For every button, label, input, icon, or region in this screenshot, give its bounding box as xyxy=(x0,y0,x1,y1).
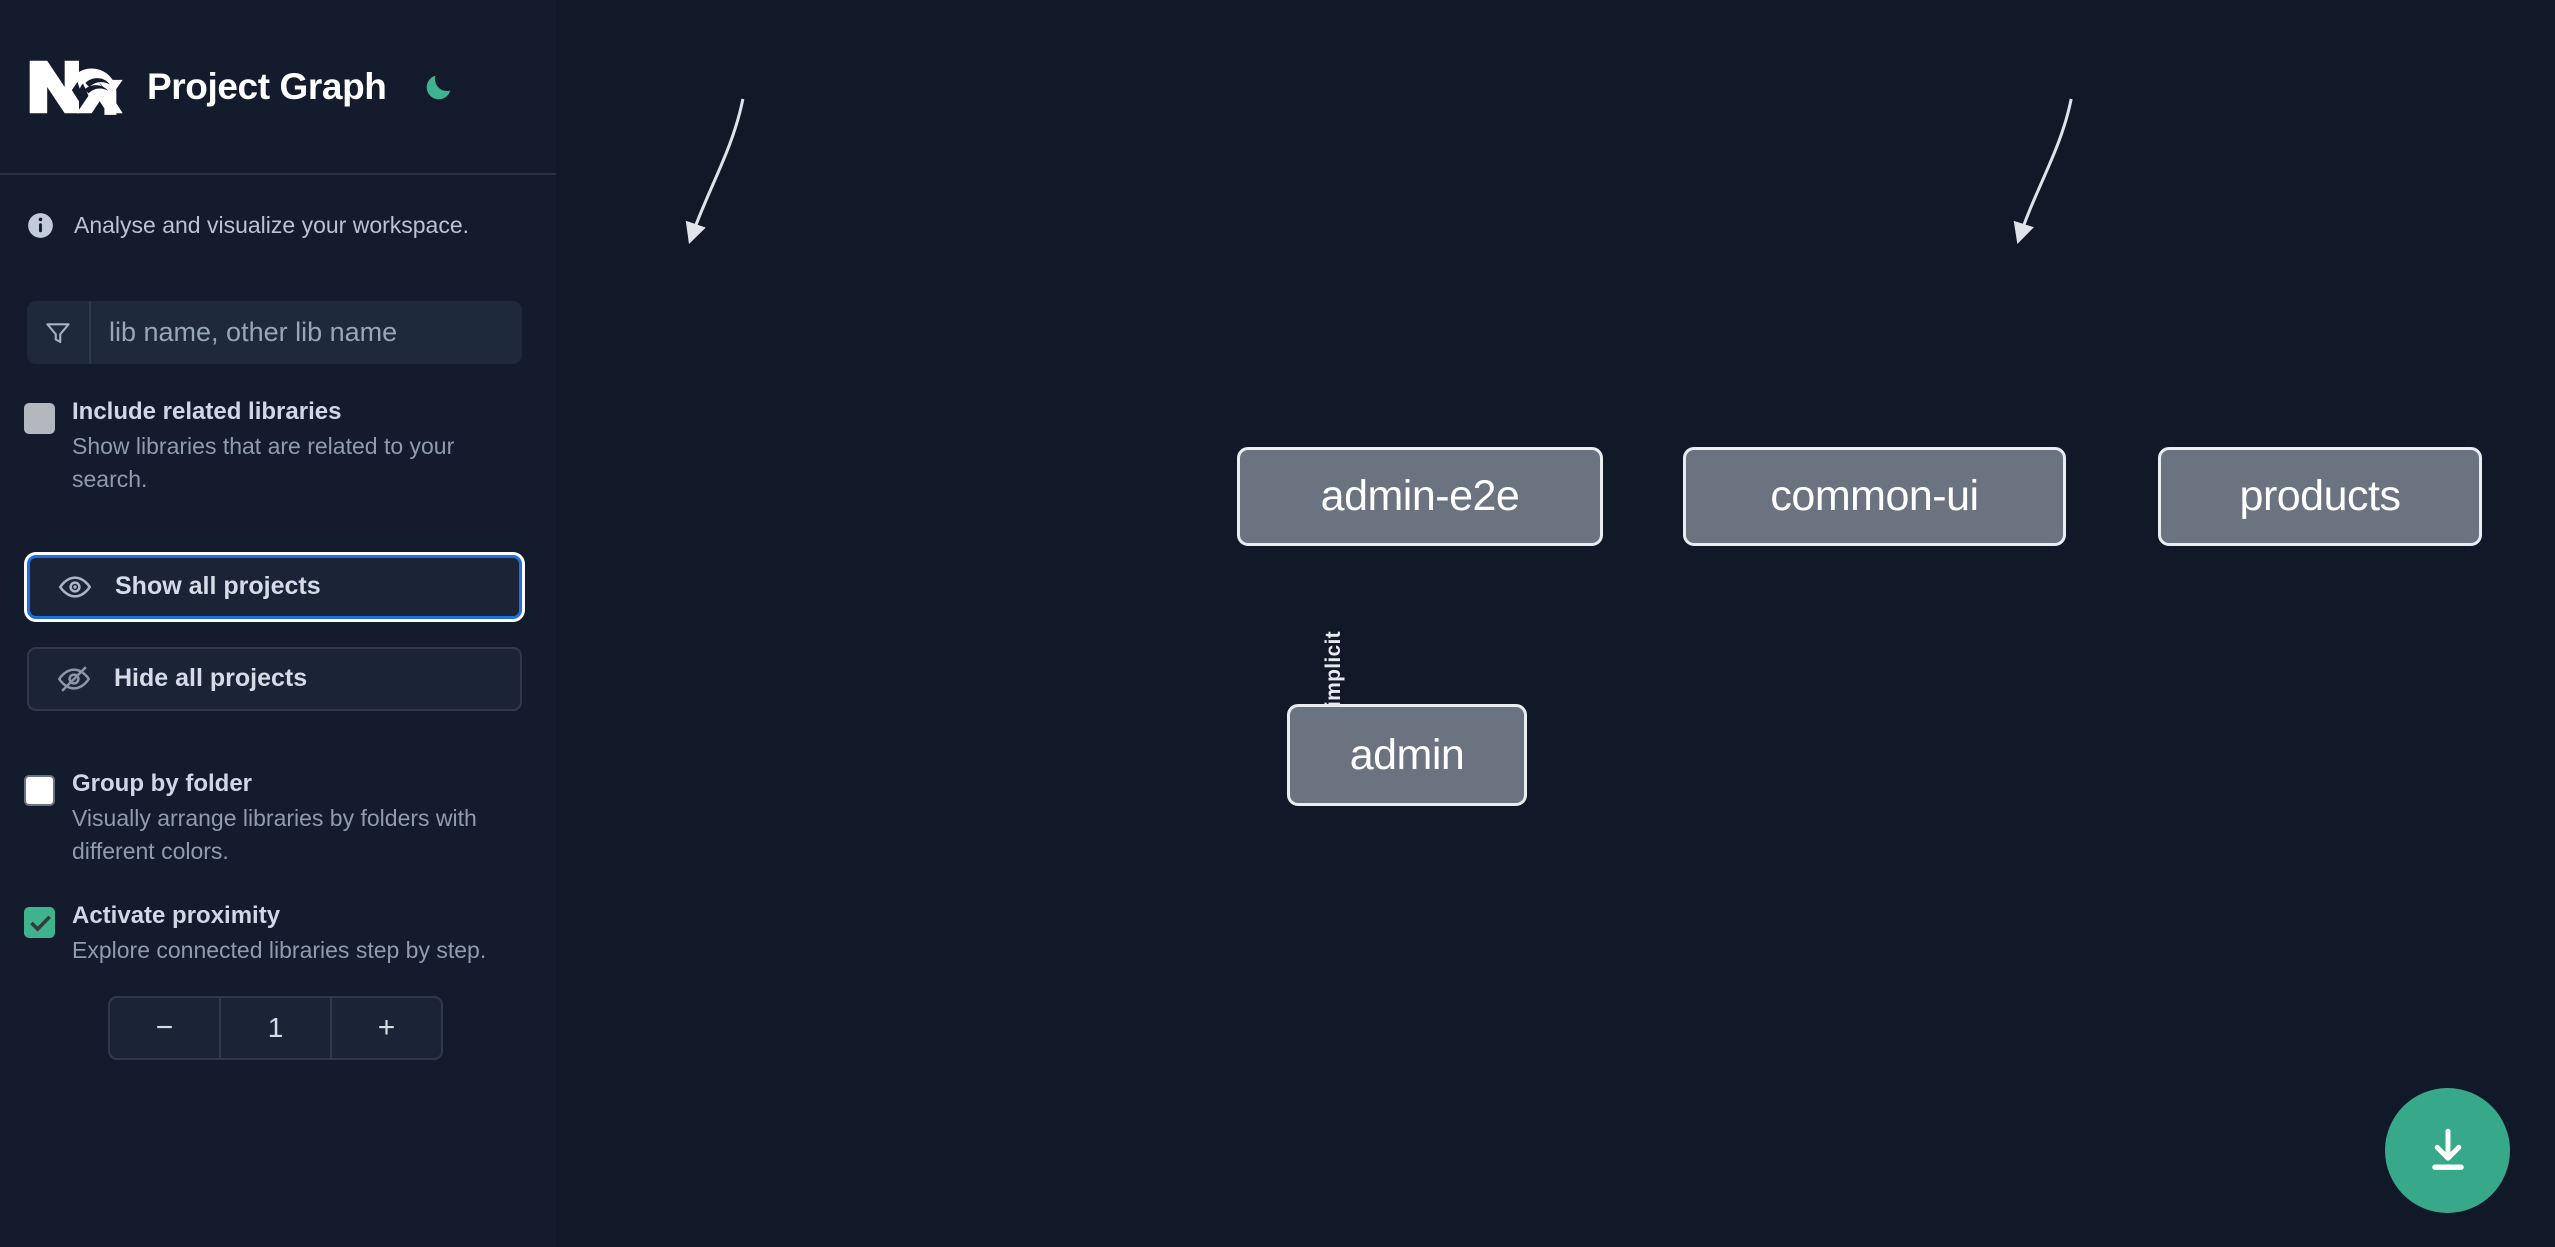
eye-off-icon xyxy=(57,665,91,692)
option-activate-proximity[interactable]: Activate proximity Explore connected lib… xyxy=(0,901,556,967)
sidebar: Project Graph Analyse and visualize your… xyxy=(0,0,576,1247)
activate-proximity-checkbox[interactable] xyxy=(24,907,55,939)
tagline-text: Analyse and visualize your workspace. xyxy=(74,212,470,238)
tagline: Analyse and visualize your workspace. xyxy=(0,175,556,239)
download-icon xyxy=(2431,1128,2464,1170)
graph-node-products[interactable]: products xyxy=(2158,447,2482,546)
filter-funnel-icon xyxy=(27,301,91,364)
edge-store-e2e-to-store xyxy=(2013,98,2073,244)
graph-node-label: admin-e2e xyxy=(1320,472,1520,520)
option-description: Explore connected libraries step by step… xyxy=(72,937,487,964)
proximity-stepper[interactable]: − 1 + xyxy=(108,995,443,1060)
group-by-folder-checkbox[interactable] xyxy=(24,774,55,806)
sidebar-body: Analyse and visualize your workspace. In… xyxy=(0,175,556,1060)
option-include-related-libraries[interactable]: Include related libraries Show libraries… xyxy=(0,397,556,497)
sidebar-header: Project Graph xyxy=(0,0,556,175)
eye-icon xyxy=(58,576,92,598)
option-label: Include related libraries xyxy=(72,398,342,425)
proximity-increment-button[interactable]: + xyxy=(330,997,441,1058)
info-icon xyxy=(28,213,53,238)
option-label: Group by folder xyxy=(72,769,252,797)
download-image-button[interactable] xyxy=(2385,1088,2510,1213)
show-all-projects-label: Show all projects xyxy=(115,572,321,601)
nx-logo xyxy=(29,60,123,115)
graph-edges xyxy=(685,98,2073,244)
moon-icon[interactable] xyxy=(419,67,459,107)
include-related-libraries-checkbox[interactable] xyxy=(24,403,55,434)
graph-node-admin[interactable]: admin xyxy=(1287,704,1527,806)
funnel-glyph xyxy=(46,322,70,343)
hide-all-projects-button[interactable]: Hide all projects xyxy=(27,646,522,711)
edge-label-admin-implicit: implicit xyxy=(1322,631,1345,707)
hide-all-projects-label: Hide all projects xyxy=(114,664,308,693)
option-label: Activate proximity xyxy=(72,902,281,930)
search-box[interactable] xyxy=(27,301,522,364)
graph-node-label: admin xyxy=(1349,730,1465,779)
option-group-by-folder[interactable]: Group by folder Visually arrange librari… xyxy=(0,769,556,869)
graph-node-label: products xyxy=(2239,472,2401,520)
search-input[interactable] xyxy=(91,301,522,364)
graph-canvas[interactable]: admin-e2e common-ui products store-e2e a… xyxy=(556,0,2555,1247)
check-icon xyxy=(30,915,51,933)
proximity-decrement-button[interactable]: − xyxy=(155,1010,174,1044)
moon-glyph xyxy=(427,75,451,99)
show-all-projects-button[interactable]: Show all projects xyxy=(27,554,522,619)
option-description: Visually arrange libraries by folders wi… xyxy=(72,804,477,865)
edge-admin-e2e-to-admin xyxy=(685,98,745,244)
graph-node-label: common-ui xyxy=(1770,472,1979,520)
option-description: Show libraries that are related to your … xyxy=(72,433,455,493)
proximity-value: 1 xyxy=(219,997,330,1058)
page-title: Project Graph xyxy=(147,65,387,107)
graph-node-common-ui[interactable]: common-ui xyxy=(1683,447,2066,546)
graph-node-admin-e2e[interactable]: admin-e2e xyxy=(1237,447,1603,546)
